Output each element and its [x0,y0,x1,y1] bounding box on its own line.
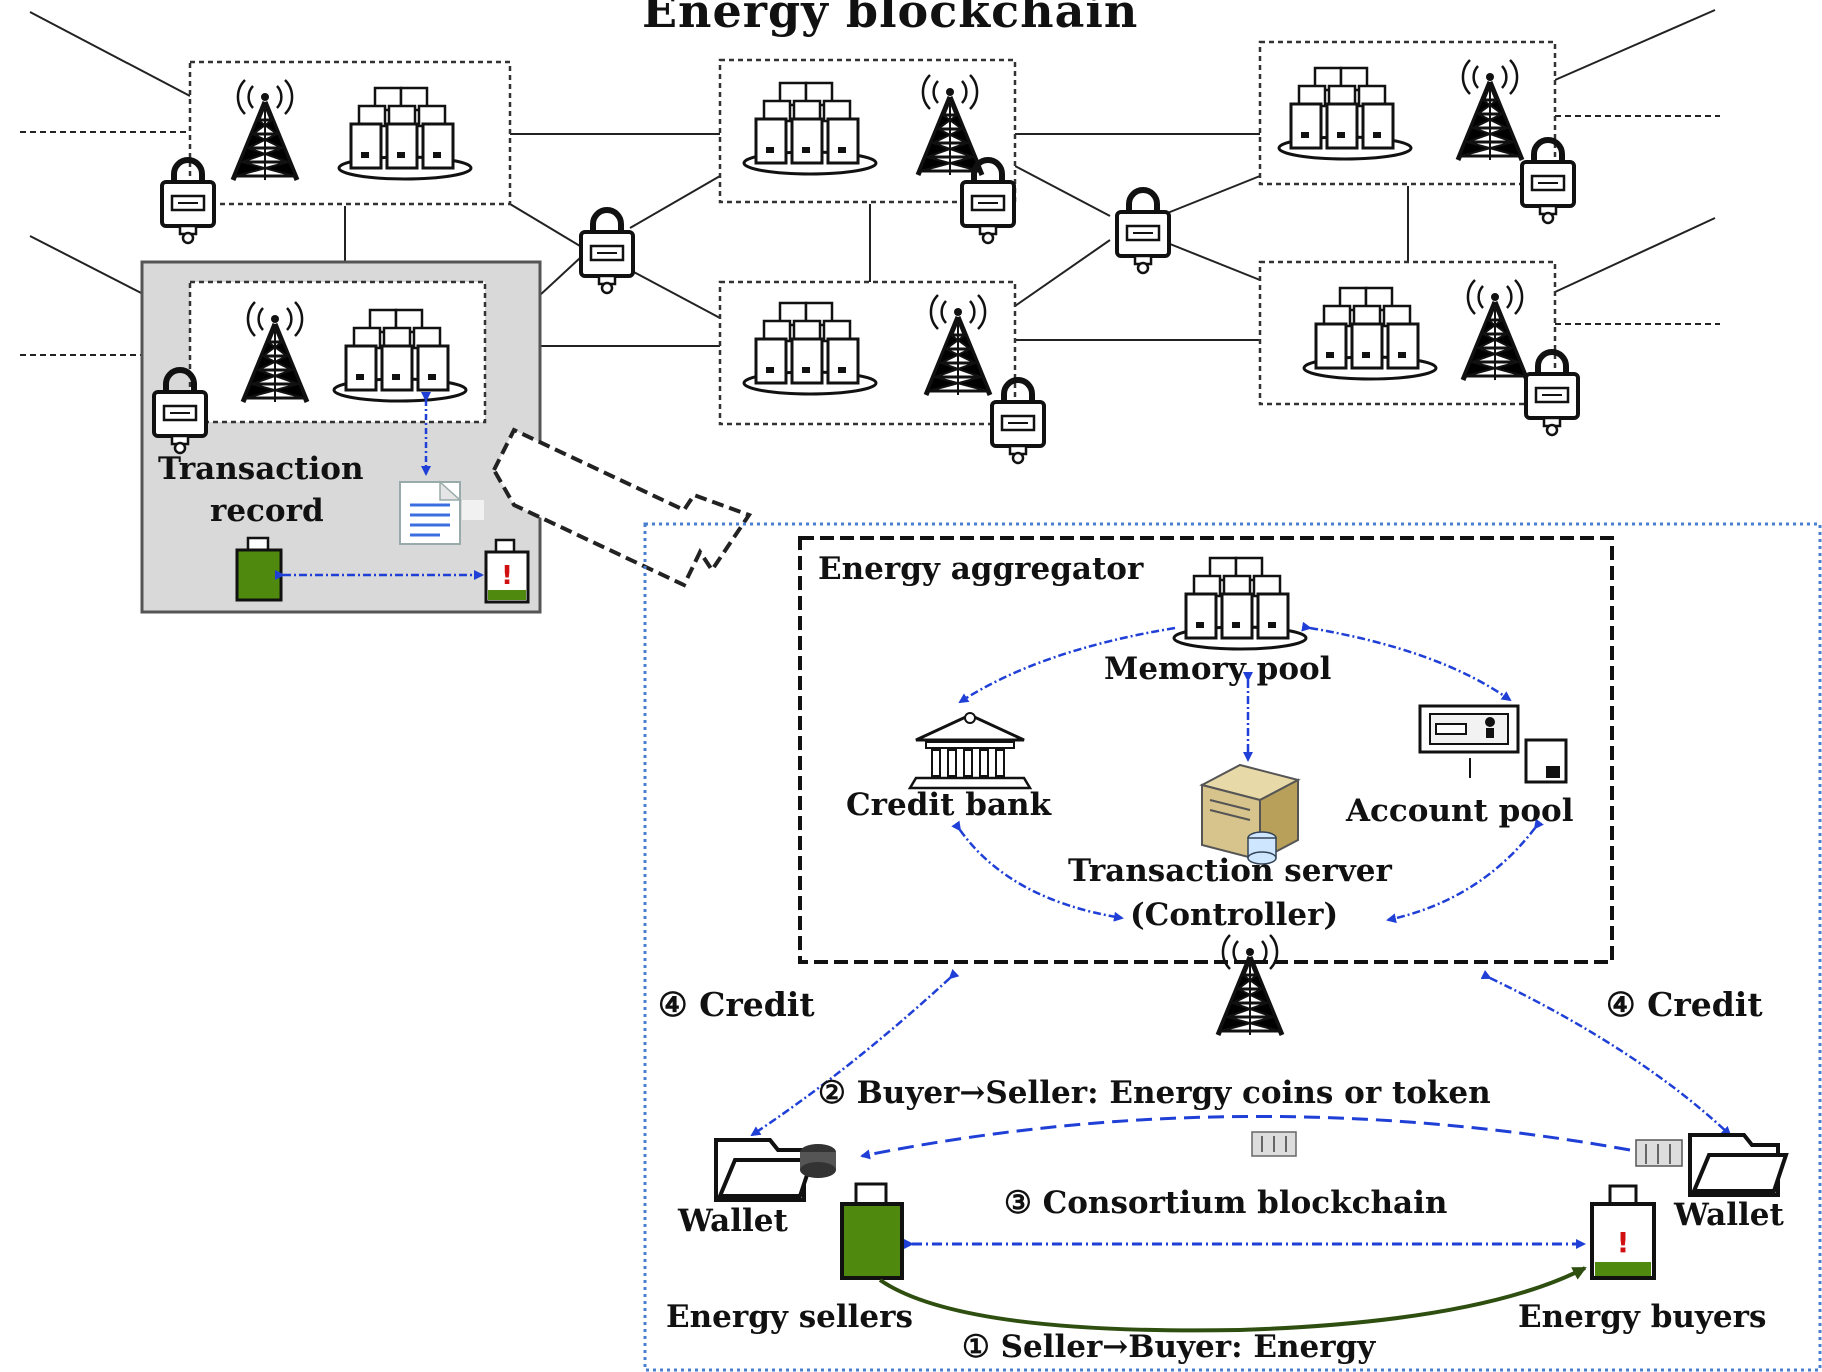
buyer-battery-icon: ! [1590,1184,1656,1280]
memory-pool-label: Memory pool [1104,651,1332,687]
wallet-left-label: Wallet [678,1203,788,1239]
transaction-server-label-2: (Controller) [1130,897,1339,933]
step3-label: ③ Consortium blockchain [1004,1185,1448,1221]
energy-sellers-label: Energy sellers [666,1299,913,1335]
zoom-arrow [491,427,753,588]
aggregator-antenna-icon [1218,935,1282,1035]
transaction-server-label-1: Transaction server [1068,853,1392,889]
energy-aggregator-box [798,536,1614,964]
diagram-title: Energy blockchain [642,0,1139,38]
transaction-record-group: ! [235,392,530,604]
energy-buyers-label: Energy buyers [1518,1299,1767,1335]
aggregator-arrows [951,621,1544,924]
battery-full-icon [235,536,283,602]
seller-battery-icon [840,1182,904,1280]
energy-aggregator-label: Energy aggregator [818,551,1144,587]
svg-text:!: ! [1617,1226,1630,1259]
network-links [29,9,1716,347]
zoom-region [643,522,1822,1372]
energy-flow-arrow [878,1266,1587,1333]
credit-left-label: ④ Credit [658,985,815,1024]
meter-lock-icon [581,210,633,293]
battery-low-icon: ! [484,538,530,604]
credit-bank-label: Credit bank [846,787,1052,823]
account-pool-icon [1418,704,1568,784]
meter-lock-icon [1117,190,1169,273]
step1-label: ① Seller→Buyer: Energy [962,1329,1376,1365]
memory-pool-server-icon [1172,556,1308,651]
transaction-server-icon [1199,763,1301,865]
credit-right-label: ④ Credit [1606,985,1763,1024]
token-payment-arrow [860,1114,1631,1160]
credit-bank-icon [907,712,1033,790]
transaction-record-label-1: Transaction [158,451,364,487]
document-icon [399,480,484,545]
step2-label: ② Buyer→Seller: Energy coins or token [818,1075,1491,1111]
wallet-right-label: Wallet [1674,1197,1784,1233]
coin-stack-icon [1251,1131,1297,1157]
credit-arrows [750,968,1732,1137]
wallet-right-icon [1635,1133,1789,1197]
wallet-left-icon [714,1138,836,1202]
transaction-record-label-2: record [210,493,324,529]
account-pool-label: Account pool [1346,793,1574,829]
svg-text:!: ! [501,561,513,591]
